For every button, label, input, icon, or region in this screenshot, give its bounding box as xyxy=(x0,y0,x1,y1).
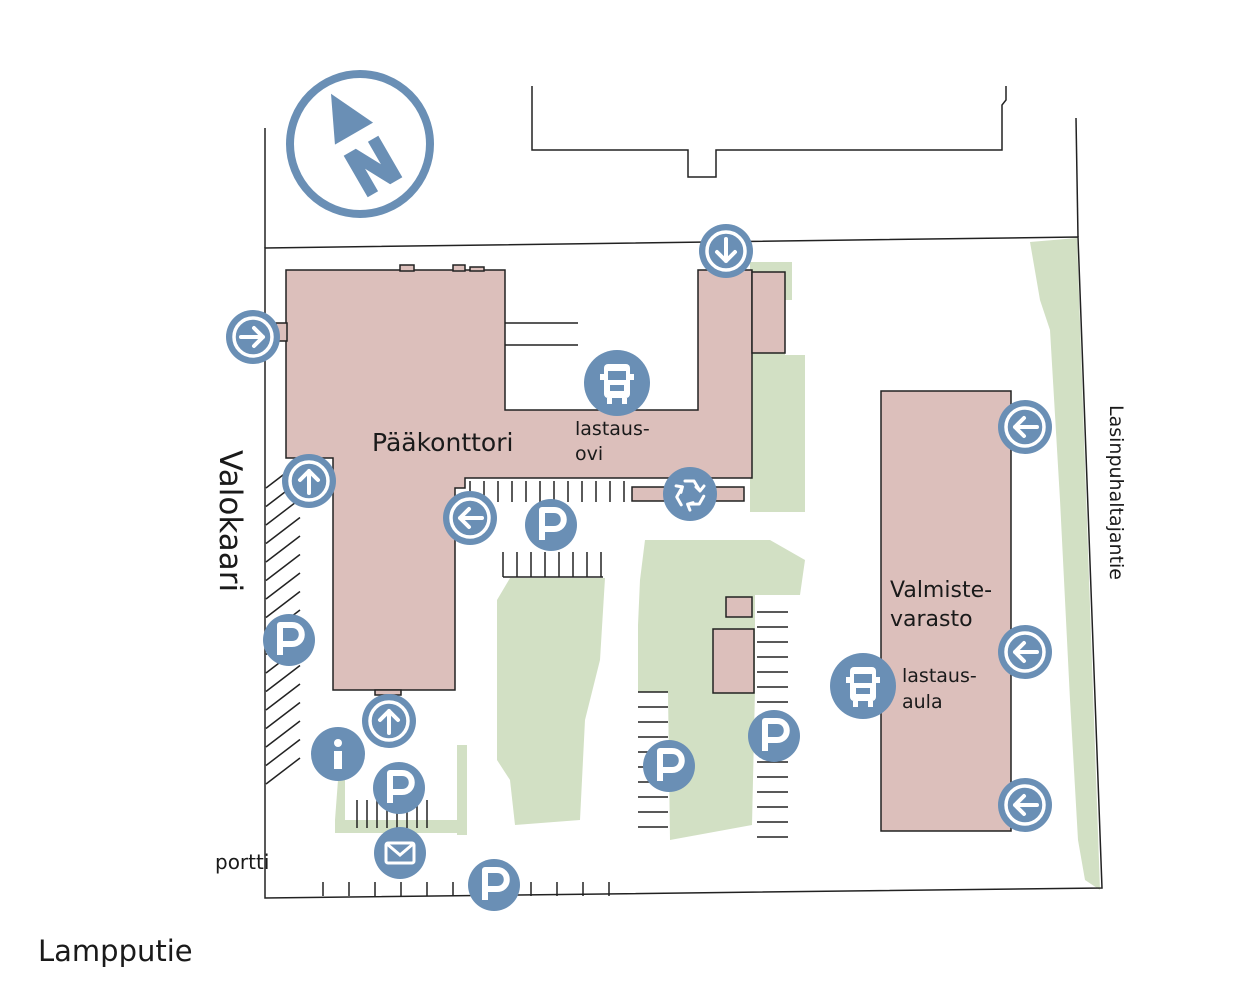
warehouse-label-line1: Valmiste- xyxy=(890,578,993,603)
entrance-arrow-icon xyxy=(699,224,753,278)
map-icons xyxy=(226,70,1052,911)
loading-door-label-line1: lastaus- xyxy=(575,418,650,440)
green-area-center xyxy=(497,578,605,825)
entrance-arrow-icon xyxy=(998,778,1052,832)
truck-icon xyxy=(830,653,896,719)
loading-hall-label-line1: lastaus- xyxy=(902,665,977,687)
gate-label: portti xyxy=(215,850,270,874)
entrance-arrow-icon xyxy=(998,400,1052,454)
site-boundary xyxy=(264,86,1103,899)
small-building-1 xyxy=(725,596,753,618)
parking-stall-line xyxy=(265,664,301,693)
small-building-2 xyxy=(712,628,755,694)
warehouse-label-line2: varasto xyxy=(890,607,973,632)
road-east-edge xyxy=(1075,117,1079,238)
green-area-entrance-left xyxy=(335,780,345,820)
building-annex-north xyxy=(751,271,786,354)
parking-stall-line xyxy=(265,590,301,619)
main-building-label: Pääkonttori xyxy=(372,428,514,457)
parking-stall-line xyxy=(265,516,301,545)
parking-stall-line xyxy=(265,683,301,711)
parking-icon xyxy=(373,762,425,814)
green-area-entrance-bottom xyxy=(335,820,467,833)
main-building xyxy=(285,269,753,691)
recycling-icon xyxy=(663,467,717,521)
parking-stall-line xyxy=(265,720,301,748)
warehouse xyxy=(880,390,1012,832)
entrance-arrow-icon xyxy=(362,694,416,748)
north-arrow-icon xyxy=(286,70,434,218)
parking-icon xyxy=(263,614,315,666)
loading-hall-label-line2: aula xyxy=(902,691,943,713)
street-label-south: Lampputie xyxy=(38,934,193,968)
entrance-arrow-icon xyxy=(282,454,336,508)
loading-door-label-line2: ovi xyxy=(575,443,604,465)
site-outline xyxy=(264,236,1103,899)
mail-icon xyxy=(374,827,426,879)
parking-icon xyxy=(748,710,800,762)
parking-stall-line xyxy=(265,701,301,730)
parking-stall-line xyxy=(265,535,301,563)
street-label-west: Valokaari xyxy=(212,450,248,593)
chimney-2 xyxy=(452,264,466,272)
info-icon xyxy=(311,727,365,781)
parking-icon xyxy=(643,740,695,792)
buildings xyxy=(275,264,1012,832)
green-area-east-strip xyxy=(1030,238,1100,890)
entrance-arrow-icon xyxy=(998,625,1052,679)
green-area-entrance-right xyxy=(457,745,467,835)
parking-stall-line xyxy=(265,757,301,785)
parking-stall-line xyxy=(265,553,301,582)
parking-icon xyxy=(468,859,520,911)
chimney-1 xyxy=(399,264,415,272)
parking-stall-line xyxy=(265,572,301,600)
parking-stall-line xyxy=(265,738,301,767)
entrance-arrow-icon xyxy=(226,310,280,364)
parking-icon xyxy=(525,499,577,551)
street-label-east: Lasinpuhaltajantie xyxy=(1105,405,1127,580)
chimney-3 xyxy=(469,266,485,272)
neighbor-building-outline xyxy=(531,86,1007,178)
entrance-arrow-icon xyxy=(443,491,497,545)
truck-icon xyxy=(584,350,650,416)
